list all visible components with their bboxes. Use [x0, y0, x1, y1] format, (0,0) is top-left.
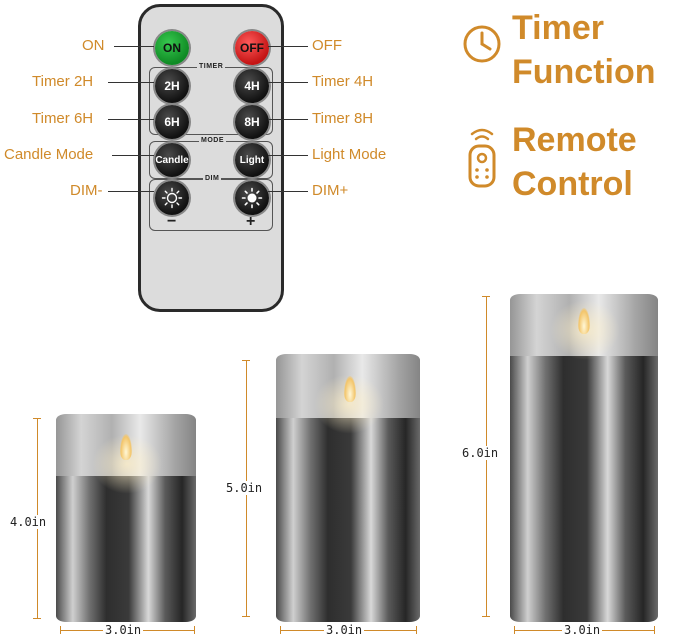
callout-line-dim-plus: [268, 191, 308, 192]
callout-light-mode: Light Mode: [312, 146, 387, 163]
callout-line-on: [114, 46, 154, 47]
callout-timer-4h: Timer 4H: [312, 73, 374, 90]
timer-6h-button[interactable]: 6H: [155, 105, 189, 139]
dim-plus-button[interactable]: [235, 181, 269, 215]
sun-bright-icon: [241, 187, 263, 209]
callout-on: ON: [82, 37, 105, 54]
medium-height-label: 5.0in: [224, 481, 265, 495]
tick-small-left: [60, 626, 61, 634]
large-width-label: 3.0in: [562, 623, 603, 637]
tick-large-left: [514, 626, 515, 634]
remote-icon: [468, 128, 496, 188]
candle-medium: [276, 354, 420, 622]
small-height-label: 4.0in: [8, 515, 49, 529]
flame-small: [120, 434, 132, 460]
callout-line-candle-mode: [112, 155, 154, 156]
remote-title-line2: Control: [512, 165, 633, 203]
off-button[interactable]: OFF: [235, 31, 269, 65]
timer-4h-button[interactable]: 4H: [235, 69, 269, 103]
callout-line-light-mode: [268, 155, 308, 156]
small-width-label: 3.0in: [103, 623, 144, 637]
candle-large: [510, 294, 658, 622]
callout-line-timer-4h: [268, 82, 308, 83]
tick-large-right: [654, 626, 655, 634]
flame-medium: [344, 376, 356, 402]
dim-minus-sign: −: [167, 213, 177, 230]
flame-large: [578, 308, 590, 334]
light-mode-button[interactable]: Light: [235, 143, 269, 177]
dim-plus-sign: +: [246, 213, 256, 230]
remote-control: ON OFF TIMER 2H 4H 6H 8H MODE Candle Lig…: [138, 4, 284, 312]
tick-medium-top: [242, 360, 250, 361]
sun-dim-icon: [161, 187, 183, 209]
on-button[interactable]: ON: [155, 31, 189, 65]
timer-title-line2: Function: [512, 53, 656, 91]
timer-title-line1: Timer: [512, 9, 604, 47]
callout-line-dim-minus: [108, 191, 154, 192]
mode-group-label: MODE: [199, 137, 226, 144]
candle-small: [56, 414, 196, 622]
callout-dim-minus: DIM-: [70, 182, 103, 199]
timer-2h-button[interactable]: 2H: [155, 69, 189, 103]
tick-small-right: [194, 626, 195, 634]
callout-off: OFF: [312, 37, 342, 54]
dim-minus-button[interactable]: [155, 181, 189, 215]
callout-line-timer-2h: [108, 82, 154, 83]
remote-title-line1: Remote: [512, 121, 637, 159]
callout-line-timer-6h: [108, 119, 154, 120]
tick-large-bottom: [482, 616, 490, 617]
timer-8h-button[interactable]: 8H: [235, 105, 269, 139]
tick-medium-left: [280, 626, 281, 634]
callout-dim-plus: DIM+: [312, 182, 349, 199]
callout-line-timer-8h: [268, 119, 308, 120]
tick-small-top: [33, 418, 41, 419]
callout-candle-mode: Candle Mode: [4, 146, 94, 163]
large-height-label: 6.0in: [460, 446, 501, 460]
timer-group-label: TIMER: [197, 63, 226, 70]
callout-timer-8h: Timer 8H: [312, 110, 374, 127]
tick-small-bottom: [33, 618, 41, 619]
callout-line-off: [268, 46, 308, 47]
tick-medium-bottom: [242, 616, 250, 617]
callout-timer-2h: Timer 2H: [32, 73, 94, 90]
clock-icon: [463, 25, 501, 63]
candle-mode-button[interactable]: Candle: [155, 143, 189, 177]
tick-large-top: [482, 296, 490, 297]
medium-width-label: 3.0in: [324, 623, 365, 637]
dim-group-label: DIM: [203, 175, 222, 182]
tick-medium-right: [416, 626, 417, 634]
callout-timer-6h: Timer 6H: [32, 110, 94, 127]
